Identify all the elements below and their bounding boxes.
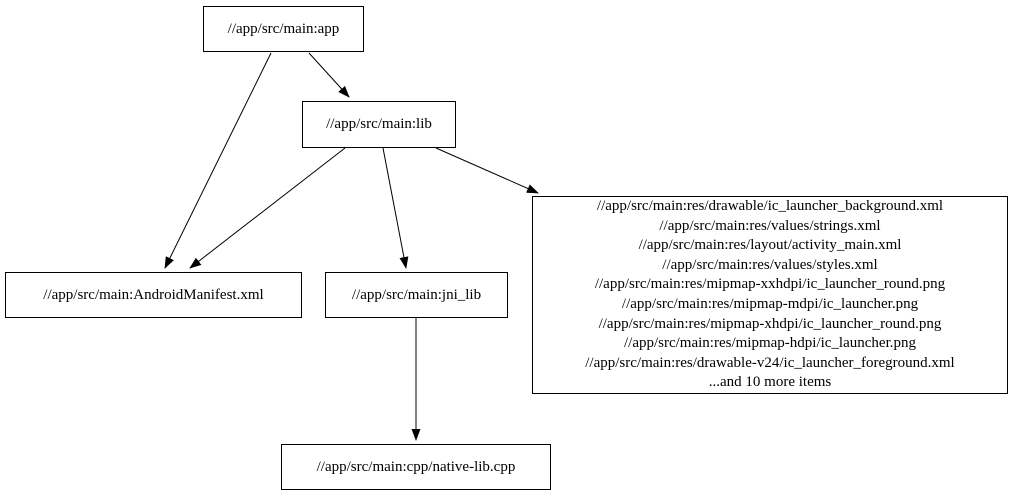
- resource-line: //app/src/main:res/mipmap-xxhdpi/ic_laun…: [594, 276, 946, 293]
- edge-lib-manifest: [189, 147, 346, 269]
- resource-line: //app/src/main:res/mipmap-hdpi/ic_launch…: [623, 335, 916, 352]
- resource-line: //app/src/main:res/values/styles.xml: [662, 256, 878, 273]
- resource-line: //app/src/main:res/drawable-v24/ic_launc…: [585, 354, 955, 371]
- resource-line: //app/src/main:res/values/strings.xml: [659, 217, 881, 234]
- node-resources-group: //app/src/main:res/drawable/ic_launcher_…: [532, 196, 1008, 394]
- node-app-target: //app/src/main:app: [203, 6, 364, 52]
- edge-app-manifest: [164, 52, 272, 269]
- node-jnilib-target: //app/src/main:jni_lib: [325, 272, 508, 318]
- node-androidmanifest-target: //app/src/main:AndroidManifest.xml: [5, 272, 302, 318]
- resource-line: //app/src/main:res/drawable/ic_launcher_…: [596, 198, 944, 215]
- resource-line: //app/src/main:res/layout/activity_main.…: [638, 237, 902, 254]
- edge-lib-jnilib: [382, 147, 409, 269]
- edge-lib-resources: [435, 147, 539, 194]
- resource-line: //app/src/main:res/mipmap-xhdpi/ic_launc…: [598, 315, 942, 332]
- edge-app-lib: [308, 52, 350, 98]
- resource-line: //app/src/main:res/mipmap-mdpi/ic_launch…: [621, 296, 919, 312]
- node-lib-target: //app/src/main:lib: [302, 101, 456, 148]
- resource-more-items: ...and 10 more items: [708, 374, 832, 391]
- node-nativelib-cpp-target: //app/src/main:cpp/native-lib.cpp: [281, 444, 551, 490]
